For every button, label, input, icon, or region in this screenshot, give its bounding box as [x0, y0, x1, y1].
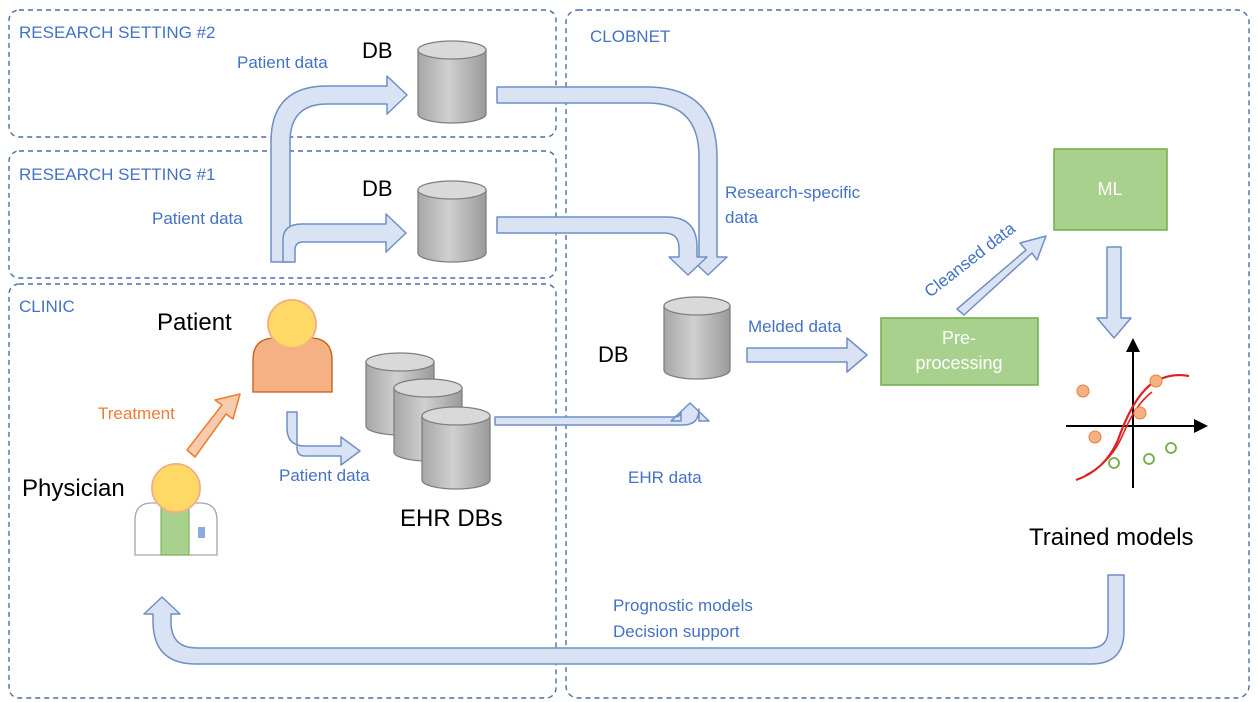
plot-point-green: [1165, 442, 1177, 454]
cleansed-data-label: Cleansed data: [921, 218, 1020, 301]
db-rs2-icon: [417, 40, 487, 124]
db-clobnet-icon: [663, 296, 731, 380]
plot-point-green: [1108, 457, 1120, 469]
research-specific-label-2: data: [725, 208, 759, 227]
patient-data-label-clinic: Patient data: [279, 466, 370, 485]
patient-label: Patient: [157, 309, 232, 336]
db-rs1-icon: [417, 180, 487, 263]
melded-data-arrow: [746, 337, 868, 373]
preprocessing-box: [880, 317, 1039, 386]
patient-icon: [252, 299, 333, 393]
melded-data-label: Melded data: [748, 317, 842, 336]
ml-label: ML: [1097, 179, 1122, 199]
plot-y-axis-arrowhead: [1126, 338, 1140, 352]
decision-support-label: Decision support: [613, 622, 740, 641]
preprocessing-label-2: processing: [915, 353, 1002, 373]
plot-point-green: [1143, 453, 1155, 465]
preprocessing-label-1: Pre-: [942, 328, 976, 348]
treatment-label: Treatment: [98, 404, 175, 423]
ehr-data-label: EHR data: [628, 468, 702, 487]
plot-decision-curve-2: [1085, 391, 1153, 476]
research-data-arrow-rs2: [496, 86, 728, 276]
trained-models-label: Trained models: [1029, 524, 1194, 551]
ehr-data-arrow: [494, 402, 710, 426]
plot-point-orange: [1076, 384, 1090, 398]
clobnet-title: CLOBNET: [590, 27, 670, 46]
db-rs1-label: DB: [362, 176, 393, 201]
plot-point-orange: [1088, 430, 1102, 444]
ml-to-models-arrow: [1096, 246, 1132, 339]
db-clobnet-label: DB: [598, 342, 629, 367]
patient-data-label-rs2: Patient data: [237, 53, 328, 72]
prognostic-models-label: Prognostic models: [613, 596, 753, 615]
ehr-dbs-label: EHR DBs: [400, 505, 503, 532]
plot-x-axis-arrowhead: [1194, 419, 1208, 433]
treatment-arrow: [186, 393, 241, 458]
patient-data-arrow-rs1: [282, 213, 407, 263]
db-rs2-label: DB: [362, 38, 393, 63]
research-specific-label-1: Research-specific: [725, 183, 861, 202]
patient-data-label-rs1: Patient data: [152, 209, 243, 228]
trained-models-plot: [1066, 338, 1208, 488]
clobnet-region: [565, 9, 1250, 699]
research-setting-2-title: RESEARCH SETTING #2: [19, 23, 216, 42]
plot-point-orange: [1133, 406, 1147, 420]
physician-icon: [134, 463, 218, 556]
physician-label: Physician: [22, 475, 125, 502]
research-setting-1-title: RESEARCH SETTING #1: [19, 165, 216, 184]
patient-data-arrow-clinic: [286, 411, 361, 466]
ml-box: [1053, 148, 1168, 231]
research-data-arrow-rs1: [496, 216, 708, 276]
feedback-arrow: [143, 574, 1125, 665]
plot-point-orange: [1149, 374, 1163, 388]
clinic-region: [8, 283, 557, 699]
clinic-title: CLINIC: [19, 297, 75, 316]
cleansed-data-arrow: [956, 235, 1047, 316]
ehr-db-3-icon: [421, 406, 491, 490]
